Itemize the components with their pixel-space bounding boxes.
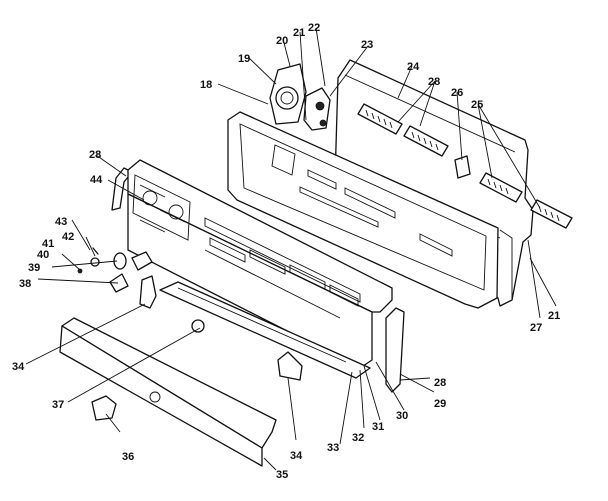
clip-36 — [91, 395, 117, 421]
label-25: 25 — [471, 99, 483, 111]
label-21-top: 21 — [293, 27, 305, 39]
label-40: 40 — [37, 249, 49, 261]
relay-26 — [454, 155, 471, 179]
label-28-left: 28 — [89, 149, 101, 161]
front-control-panel — [127, 159, 393, 369]
left-end-cap — [111, 167, 133, 211]
label-34-right: 34 — [290, 450, 303, 462]
terminal-block-b — [403, 125, 449, 157]
callout-labels: 18 19 20 21 22 23 24 28 26 25 28 44 43 4… — [12, 22, 560, 481]
label-32: 32 — [352, 432, 364, 444]
leader-lines — [25, 27, 557, 471]
label-39: 39 — [28, 262, 40, 274]
label-36: 36 — [122, 451, 134, 463]
terminal-block-a — [357, 103, 403, 135]
label-27: 27 — [530, 322, 542, 334]
label-21-right: 21 — [548, 310, 560, 322]
label-30: 30 — [396, 410, 408, 422]
right-end-cap — [385, 307, 405, 393]
terminal-block-d — [530, 199, 573, 229]
label-29: 29 — [434, 398, 446, 410]
knob-hardware — [77, 247, 153, 293]
label-31: 31 — [372, 421, 384, 433]
label-28-top: 28 — [428, 76, 440, 88]
label-19: 19 — [238, 53, 250, 65]
bracket-right — [277, 351, 303, 381]
label-34-left: 34 — [12, 361, 25, 373]
label-22: 22 — [308, 22, 320, 34]
bottom-trim — [59, 317, 277, 467]
label-35: 35 — [276, 469, 288, 481]
terminal-block-c — [479, 172, 523, 203]
back-panel-frame — [227, 111, 513, 309]
label-38: 38 — [19, 278, 31, 290]
light-tube — [159, 281, 371, 379]
label-28-right: 28 — [434, 377, 446, 389]
label-41: 41 — [42, 238, 54, 250]
label-43: 43 — [55, 216, 67, 228]
bracket-left — [139, 275, 157, 309]
label-33: 33 — [327, 442, 339, 454]
label-26: 26 — [451, 87, 463, 99]
label-37: 37 — [52, 399, 64, 411]
label-24: 24 — [407, 61, 420, 73]
label-42: 42 — [62, 231, 74, 243]
label-20: 20 — [276, 35, 288, 47]
clock-assembly — [269, 63, 331, 131]
label-18: 18 — [200, 79, 212, 91]
label-23: 23 — [361, 39, 373, 51]
label-44: 44 — [90, 174, 103, 186]
